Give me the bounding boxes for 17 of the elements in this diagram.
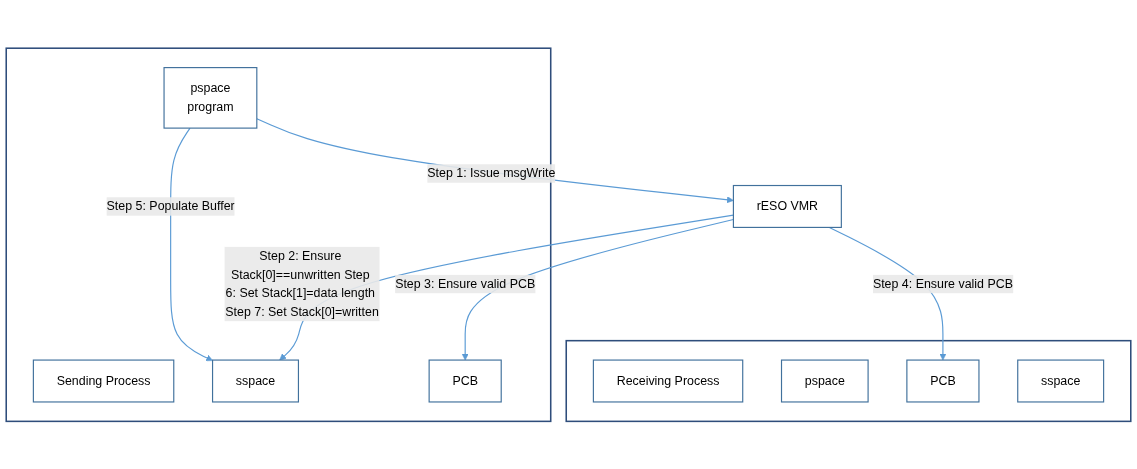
edge-label: Step 5: Populate Buffer <box>106 199 235 213</box>
node-box: pspace program <box>163 66 258 129</box>
node-box: pspace <box>780 359 869 403</box>
arrow <box>256 117 734 203</box>
edge-label: Step 4: Ensure valid PCB <box>872 276 1013 290</box>
cluster <box>565 339 1132 422</box>
edge-label: Step 2: Ensure Stack[0]==unwritten Step 6: Set Stack[1]=data length Step 7: Set Stack[0]=written <box>225 248 379 318</box>
arrow <box>170 127 213 361</box>
edge-label: Step 1: Issue msgWrite <box>427 166 556 180</box>
node-box: Receiving Process <box>592 359 744 403</box>
edge-label: Step 3: Ensure valid PCB <box>395 276 536 290</box>
node-box: PCB <box>428 359 502 403</box>
node-box: PCB <box>906 359 980 403</box>
node-box: sspace <box>1017 359 1105 403</box>
node-box: rESO VMR <box>732 184 842 228</box>
node-box: Sending Process <box>32 359 175 403</box>
node-box: sspace <box>212 359 299 403</box>
